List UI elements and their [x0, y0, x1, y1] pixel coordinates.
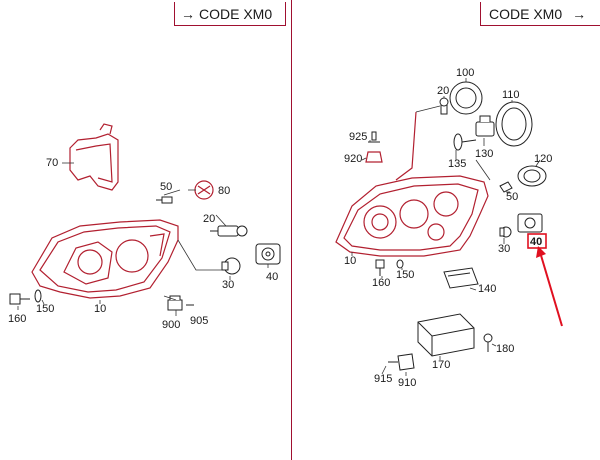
socket-part-80 [194, 180, 214, 200]
connector-part-900 [167, 295, 194, 311]
bulb-part-20-right [439, 97, 449, 115]
bulb-part-30-right [499, 226, 512, 238]
ring-part-110 [495, 101, 533, 147]
panel-divider [291, 0, 292, 460]
callout-20-right: 20 [437, 85, 449, 97]
bulb-part-50 [156, 196, 173, 204]
callout-50: 50 [160, 181, 172, 193]
callout-925: 925 [349, 131, 367, 143]
arrow-right-icon: → [181, 5, 195, 22]
callout-180: 180 [496, 343, 514, 355]
holder-part-920 [365, 151, 383, 163]
socket-part-40-highlighted [517, 213, 547, 249]
callout-135: 135 [448, 158, 466, 170]
cover-ring-part-100 [449, 81, 483, 115]
callout-920: 920 [344, 153, 362, 165]
callouts-right: 100 110 20 925 920 135 130 120 50 30 40 … [344, 67, 552, 389]
callout-130: 130 [475, 148, 493, 160]
callout-915: 915 [374, 373, 392, 385]
washer-part-150-right [396, 259, 404, 269]
callout-100: 100 [456, 67, 474, 79]
callout-140: 140 [478, 283, 496, 295]
callout-30-right: 30 [498, 243, 510, 255]
code-label-left: CODE XM0 [199, 5, 273, 22]
callout-70: 70 [46, 157, 58, 169]
washer-part-150 [34, 289, 42, 303]
bulb-part-50-right [499, 181, 513, 193]
callout-50-right: 50 [506, 191, 518, 203]
callout-170: 170 [432, 359, 450, 371]
callout-30: 30 [222, 279, 234, 291]
module-part-140 [443, 267, 479, 289]
ring-part-135 [453, 133, 477, 151]
callout-910: 910 [398, 377, 416, 389]
red-arrow-indicator [536, 246, 563, 327]
arrow-right-icon: → [572, 5, 587, 22]
headlamp-right [335, 111, 489, 257]
callout-10-right: 10 [344, 255, 356, 267]
callout-10: 10 [94, 303, 106, 315]
callout-150-right: 150 [396, 269, 414, 281]
screw-part-160-right [375, 259, 385, 276]
callout-900: 900 [162, 319, 180, 331]
code-box-left: → CODE XM0 [174, 2, 286, 26]
callouts-left: 70 50 80 20 30 40 160 150 10 900 905 [8, 157, 278, 331]
callout-160-right: 160 [372, 277, 390, 289]
callout-905: 905 [190, 315, 208, 327]
bolt-part-180 [483, 333, 493, 352]
callout-110: 110 [502, 89, 520, 101]
headlamp-left [31, 219, 179, 299]
callout-120: 120 [534, 153, 552, 165]
leader-lines-right [351, 78, 541, 376]
connector-part-910 [388, 353, 415, 371]
screw-part-160 [9, 293, 30, 305]
callout-160: 160 [8, 313, 26, 325]
cap-part-120 [517, 165, 547, 187]
callout-150: 150 [36, 303, 54, 315]
callout-80: 80 [218, 185, 230, 197]
cap-part-40 [255, 243, 281, 265]
callout-20: 20 [203, 213, 215, 225]
callout-40-right: 40 [530, 236, 542, 248]
code-label-right: CODE XM0 [489, 5, 563, 22]
bulb-part-130 [475, 115, 495, 137]
bulb-part-20 [210, 225, 248, 237]
ballast-part-170 [417, 313, 475, 357]
leader-lines-left [17, 162, 269, 316]
bulb-part-30 [221, 257, 241, 275]
callout-40: 40 [266, 271, 278, 283]
code-box-right: CODE XM0 → [480, 2, 600, 26]
bracket-part-70 [69, 123, 119, 191]
